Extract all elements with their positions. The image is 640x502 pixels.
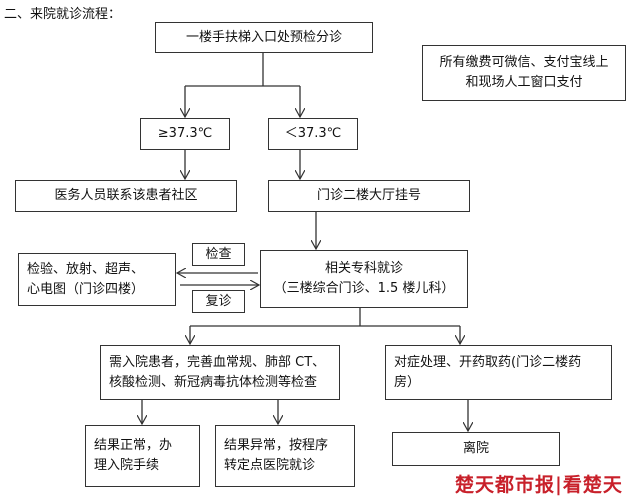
treatment-box: 对症处理、开药取药(门诊二楼药 房）	[385, 345, 612, 400]
contact-community-text: 医务人员联系该患者社区	[54, 188, 198, 203]
triage-text: 一楼手扶梯入口处预检分诊	[185, 29, 342, 45]
treatment-line2: 房）	[394, 374, 421, 390]
specialist-box: 相关专科就诊 （三楼综合门诊、1.5 楼儿科）	[260, 250, 468, 308]
exam-line1: 检验、放射、超声、	[27, 261, 145, 277]
high-temp-text: ≥37.3℃	[157, 126, 213, 141]
payment-note-line2: 和现场人工窗口支付	[465, 75, 583, 90]
leave-box: 离院	[392, 432, 560, 466]
abnormal-result-line1: 结果异常，按程序	[224, 438, 329, 453]
revisit-label: 复诊	[205, 293, 232, 309]
watermark-logo: 楚天都市报|看楚天	[455, 474, 623, 496]
normal-result-line1: 结果正常，办	[94, 438, 173, 453]
normal-result-box: 结果正常，办 理入院手续	[85, 425, 200, 487]
admission-box: 需入院患者，完善血常规、肺部 CT、 核酸检测、新冠病毒抗体检测等检查	[100, 345, 340, 400]
abnormal-result-box: 结果异常，按程序 转定点医院就诊	[215, 425, 355, 487]
section-title: 二、来院就诊流程：	[4, 7, 122, 22]
check-label: 检查	[205, 246, 232, 262]
register-box: 门诊二楼大厅挂号	[268, 180, 470, 212]
contact-community-box: 医务人员联系该患者社区	[15, 180, 237, 212]
high-temp-box: ≥37.3℃	[140, 118, 230, 150]
low-temp-text: ＜37.3℃	[284, 126, 342, 141]
leave-text: 离院	[462, 441, 489, 456]
payment-note-line1: 所有缴费可微信、支付宝线上	[439, 55, 609, 70]
check-label-box: 检查	[192, 243, 245, 266]
specialist-line1: 相关专科就诊	[324, 261, 403, 276]
specialist-line2: （三楼综合门诊、1.5 楼儿科）	[273, 281, 455, 296]
normal-result-line2: 理入院手续	[94, 458, 160, 473]
admission-line2: 核酸检测、新冠病毒抗体检测等检查	[109, 374, 318, 390]
revisit-label-box: 复诊	[192, 290, 245, 313]
triage-box: 一楼手扶梯入口处预检分诊	[155, 22, 373, 53]
abnormal-result-line2: 转定点医院就诊	[224, 458, 316, 473]
register-text: 门诊二楼大厅挂号	[316, 188, 421, 203]
admission-line1: 需入院患者，完善血常规、肺部 CT、	[109, 354, 326, 370]
low-temp-box: ＜37.3℃	[268, 118, 358, 150]
exam-box: 检验、放射、超声、 心电图（门诊四楼）	[18, 253, 176, 306]
exam-line2: 心电图（门诊四楼）	[27, 281, 145, 297]
treatment-line1: 对症处理、开药取药(门诊二楼药	[394, 354, 582, 370]
payment-note-box: 所有缴费可微信、支付宝线上 和现场人工窗口支付	[422, 45, 626, 101]
